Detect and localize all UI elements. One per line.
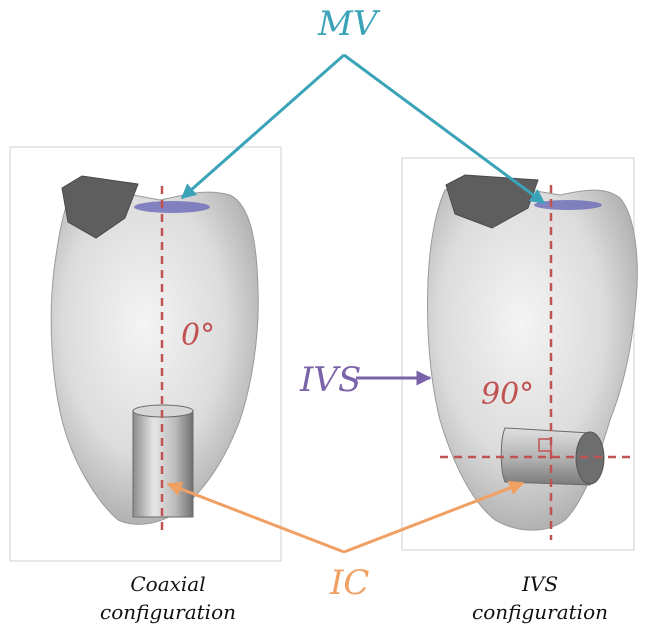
left-heart (50, 175, 259, 535)
right-heart (427, 174, 638, 540)
left-mitral-valve (134, 201, 210, 213)
ic-arrow-left (166, 481, 345, 554)
left-panel-frame (9, 146, 282, 562)
angle-90-label: 90° (481, 377, 535, 412)
ivs-label: IVS (300, 360, 362, 400)
mv-arrow-right (343, 53, 546, 205)
right-caption: IVS configuration (450, 570, 630, 626)
left-caption: Coaxial configuration (78, 570, 258, 626)
right-angle-marker (538, 438, 552, 452)
angle-0-label: 0° (181, 318, 216, 353)
mv-label: MV (318, 4, 378, 44)
left-caption-line1: Coaxial (130, 572, 206, 596)
mv-arrow-left (180, 53, 345, 200)
right-panel-frame (401, 157, 635, 551)
left-caption-line2: configuration (100, 600, 236, 624)
ic-label: IC (330, 563, 370, 603)
right-caption-line2: configuration (472, 600, 608, 624)
ic-arrow-right (343, 480, 525, 554)
right-caption-line1: IVS (521, 572, 559, 596)
